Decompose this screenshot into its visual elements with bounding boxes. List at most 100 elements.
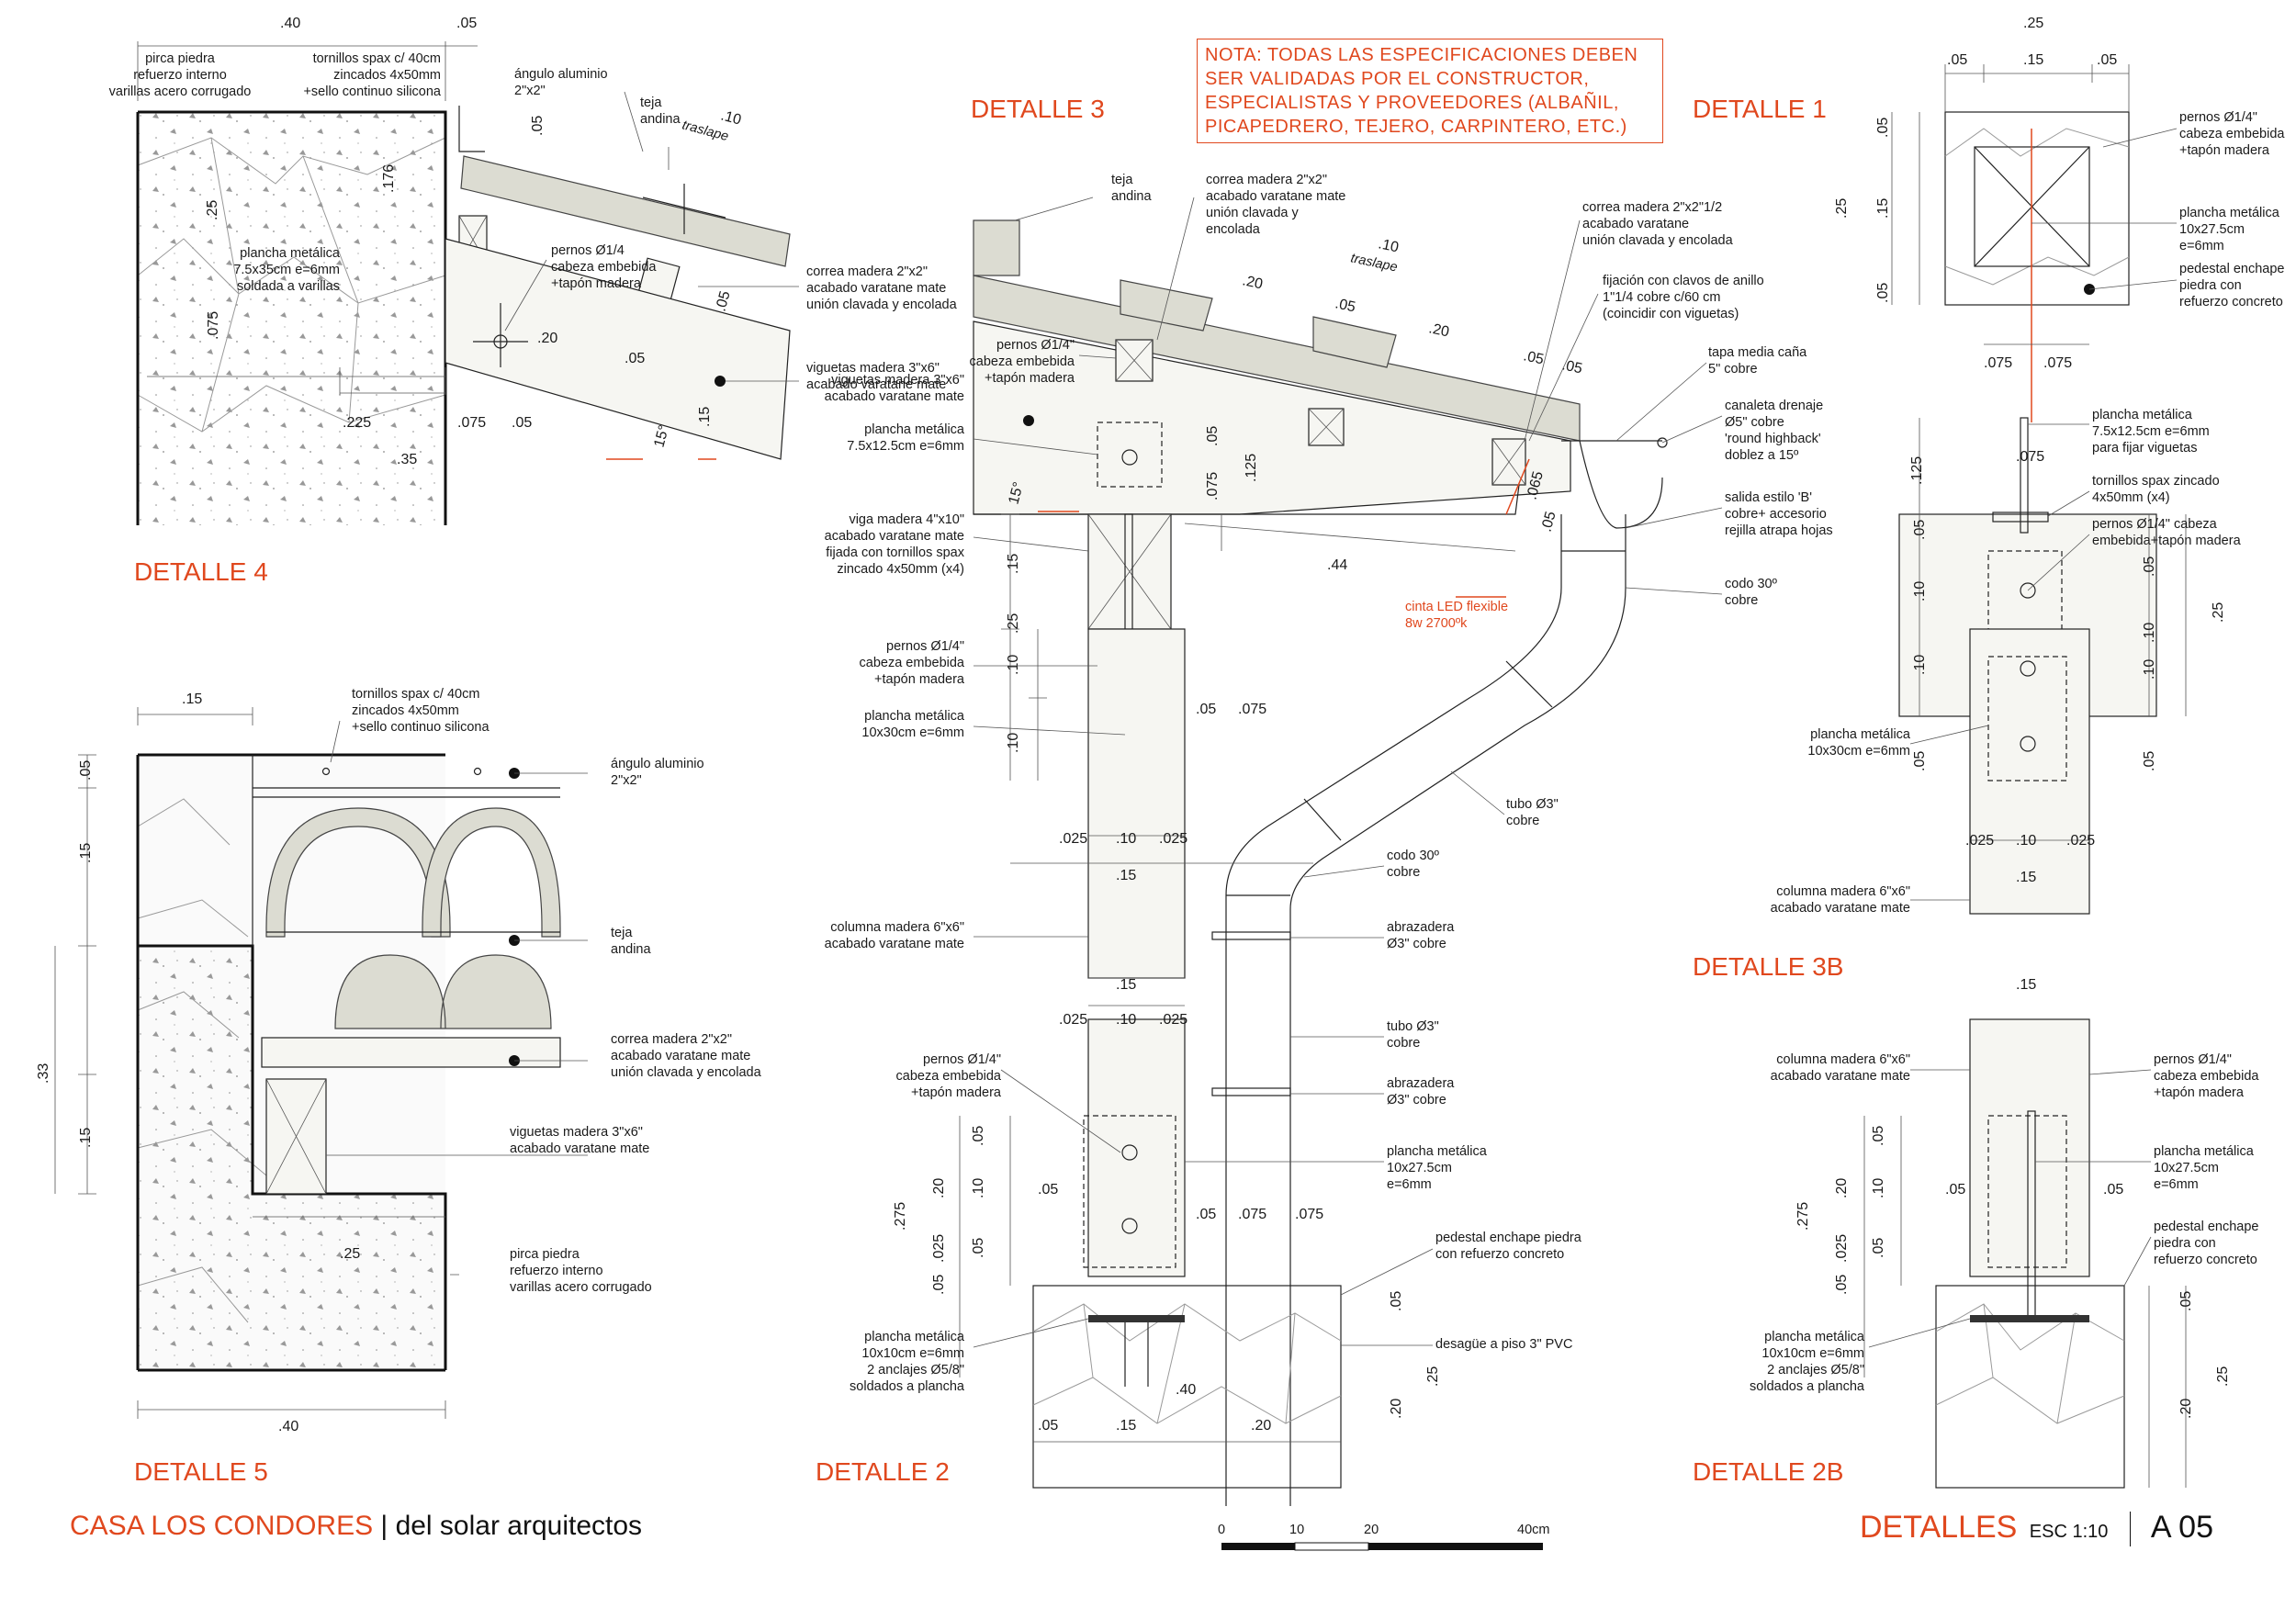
svg-text:.20: .20 [1251, 1418, 1271, 1433]
scale-0: 0 [1218, 1523, 1225, 1537]
svg-text:.20: .20 [1427, 320, 1450, 340]
svg-text:.15: .15 [2016, 870, 2036, 885]
svg-text:.10: .10 [1116, 1012, 1136, 1028]
svg-text:.25: .25 [2215, 1366, 2231, 1387]
svg-text:.05: .05 [78, 760, 94, 781]
svg-text:.075: .075 [1238, 1207, 1266, 1222]
viguetas-label-d5: viguetas madera 3"x6"acabado varatane ma… [510, 1125, 649, 1156]
svg-text:.10: .10 [1912, 655, 1928, 675]
svg-text:.10: .10 [2016, 833, 2036, 849]
svg-text:.05: .05 [931, 1275, 947, 1295]
svg-text:.05: .05 [1538, 510, 1559, 534]
svg-text:.05: .05 [1834, 1275, 1850, 1295]
detail-3-drawing [959, 219, 1668, 1506]
svg-text:.40: .40 [278, 1419, 298, 1434]
svg-text:.025: .025 [1059, 831, 1087, 847]
svg-text:.275: .275 [893, 1202, 908, 1231]
desague-label: desagüe a piso 3" PVC [1435, 1337, 1572, 1352]
svg-text:.10: .10 [2142, 659, 2157, 680]
columna-label-d3: columna madera 6"x6"acabado varatane mat… [825, 920, 964, 951]
detail-2b-annotations: columna madera 6"x6"acabado varatane mat… [1750, 1052, 2259, 1394]
svg-text:.025: .025 [1834, 1234, 1850, 1263]
detail-2b-title: DETALLE 2B [1693, 1457, 1843, 1486]
svg-text:.25: .25 [2211, 602, 2226, 623]
svg-text:.125: .125 [1909, 456, 1925, 485]
construction-note: NOTA: TODAS LAS ESPECIFICACIONES DEBEN S… [1197, 39, 1663, 143]
pernos-label-d3: pernos Ø1/4"cabeza embebida+tapón madera [970, 338, 1075, 386]
svg-text:.05: .05 [1196, 1207, 1216, 1222]
svg-text:.40: .40 [280, 16, 300, 31]
correa-label-d5: correa madera 2"x2"acabado varatane mate… [611, 1032, 762, 1080]
svg-text:.025: .025 [1059, 1012, 1087, 1028]
office-name: del solar arquitectos [395, 1511, 643, 1541]
svg-text:.075: .075 [1238, 702, 1266, 717]
svg-text:.10: .10 [971, 1178, 986, 1198]
svg-text:.05: .05 [1875, 118, 1891, 138]
svg-text:.40: .40 [1176, 1382, 1196, 1398]
scale-40: 40cm [1517, 1523, 1549, 1537]
svg-text:.10: .10 [719, 107, 743, 128]
detail-5-drawing [54, 707, 588, 1419]
svg-text:.075: .075 [457, 415, 486, 431]
svg-text:.05: .05 [2142, 557, 2157, 577]
pernos-label-d2: pernos Ø1/4"cabeza embebida+tapón madera [896, 1052, 1002, 1100]
svg-text:.25: .25 [1834, 198, 1850, 219]
svg-text:.10: .10 [1871, 1178, 1886, 1198]
svg-text:.10: .10 [1006, 655, 1021, 675]
detail-2b-drawing [1863, 1018, 2187, 1489]
svg-text:.05: .05 [512, 415, 532, 431]
svg-text:.025: .025 [1159, 1012, 1187, 1028]
sheet-divider [2129, 1512, 2132, 1547]
svg-text:.05: .05 [2142, 751, 2157, 771]
svg-text:.15: .15 [1116, 1418, 1136, 1433]
svg-text:.20: .20 [931, 1178, 947, 1198]
columna-label-3b: columna madera 6"x6"acabado varatane mat… [1771, 884, 1910, 916]
svg-text:.075: .075 [2016, 449, 2044, 465]
svg-text:.20: .20 [1834, 1178, 1850, 1198]
svg-text:.05: .05 [713, 289, 733, 313]
svg-text:.10: .10 [1116, 831, 1136, 847]
svg-text:.20: .20 [537, 331, 557, 346]
scale-bar: 0 10 20 40cm [1218, 1523, 1549, 1551]
svg-text:.05: .05 [1912, 520, 1928, 540]
detail-4-title: DETALLE 4 [134, 557, 268, 586]
svg-text:.15: .15 [1875, 198, 1891, 219]
svg-text:.25: .25 [1006, 613, 1021, 634]
svg-text:.25: .25 [205, 200, 220, 220]
svg-text:.15: .15 [2016, 977, 2036, 993]
svg-text:.10: .10 [1006, 733, 1021, 753]
detail-4-drawing [136, 41, 791, 525]
svg-text:.075: .075 [206, 311, 221, 340]
correa-label-d4: correa madera 2"x2"acabado varatane mate… [806, 264, 958, 312]
svg-text:.05: .05 [1196, 702, 1216, 717]
svg-text:.15: .15 [78, 1128, 94, 1148]
svg-text:.05: .05 [625, 351, 645, 366]
svg-text:.20: .20 [1241, 273, 1264, 292]
svg-text:.125: .125 [1244, 454, 1259, 482]
svg-text:.075: .075 [1984, 355, 2012, 371]
svg-text:15°: 15° [651, 423, 672, 449]
scale-10: 10 [1289, 1523, 1304, 1537]
svg-text:.05: .05 [1522, 348, 1545, 367]
svg-text:.05: .05 [1947, 52, 1967, 68]
